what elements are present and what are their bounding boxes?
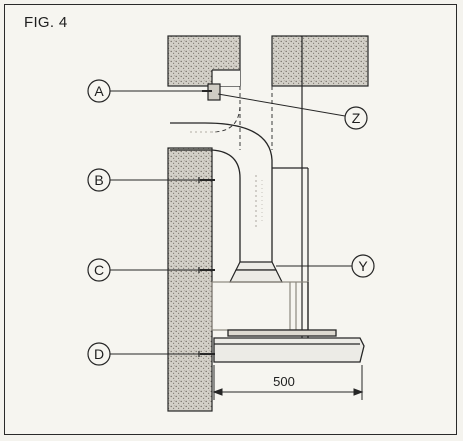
callout-c-label: C <box>94 262 104 278</box>
callout-a-label: A <box>94 83 104 99</box>
callout-c: C <box>87 258 111 282</box>
figure-title: FIG. 4 <box>24 14 68 31</box>
ceiling-left <box>167 35 241 87</box>
callout-y: Y <box>351 254 375 278</box>
callout-y-label: Y <box>358 258 368 274</box>
duct-collar-y <box>229 261 283 283</box>
hood-canopy <box>213 329 365 363</box>
leader-lines <box>110 90 352 355</box>
flexible-duct <box>170 122 273 262</box>
wall <box>167 147 213 412</box>
dimension-line <box>212 365 364 400</box>
callout-a: A <box>87 79 111 103</box>
callout-b: B <box>87 168 111 192</box>
callout-b-label: B <box>94 172 103 188</box>
dimension-label: 500 <box>273 374 295 389</box>
callout-d-label: D <box>94 346 104 362</box>
ceiling-right <box>271 35 369 87</box>
dashed-duct-guides <box>211 86 273 150</box>
bracket-z <box>202 83 221 101</box>
callout-d: D <box>87 342 111 366</box>
callout-z: Z <box>344 106 368 130</box>
callout-z-label: Z <box>352 110 361 126</box>
